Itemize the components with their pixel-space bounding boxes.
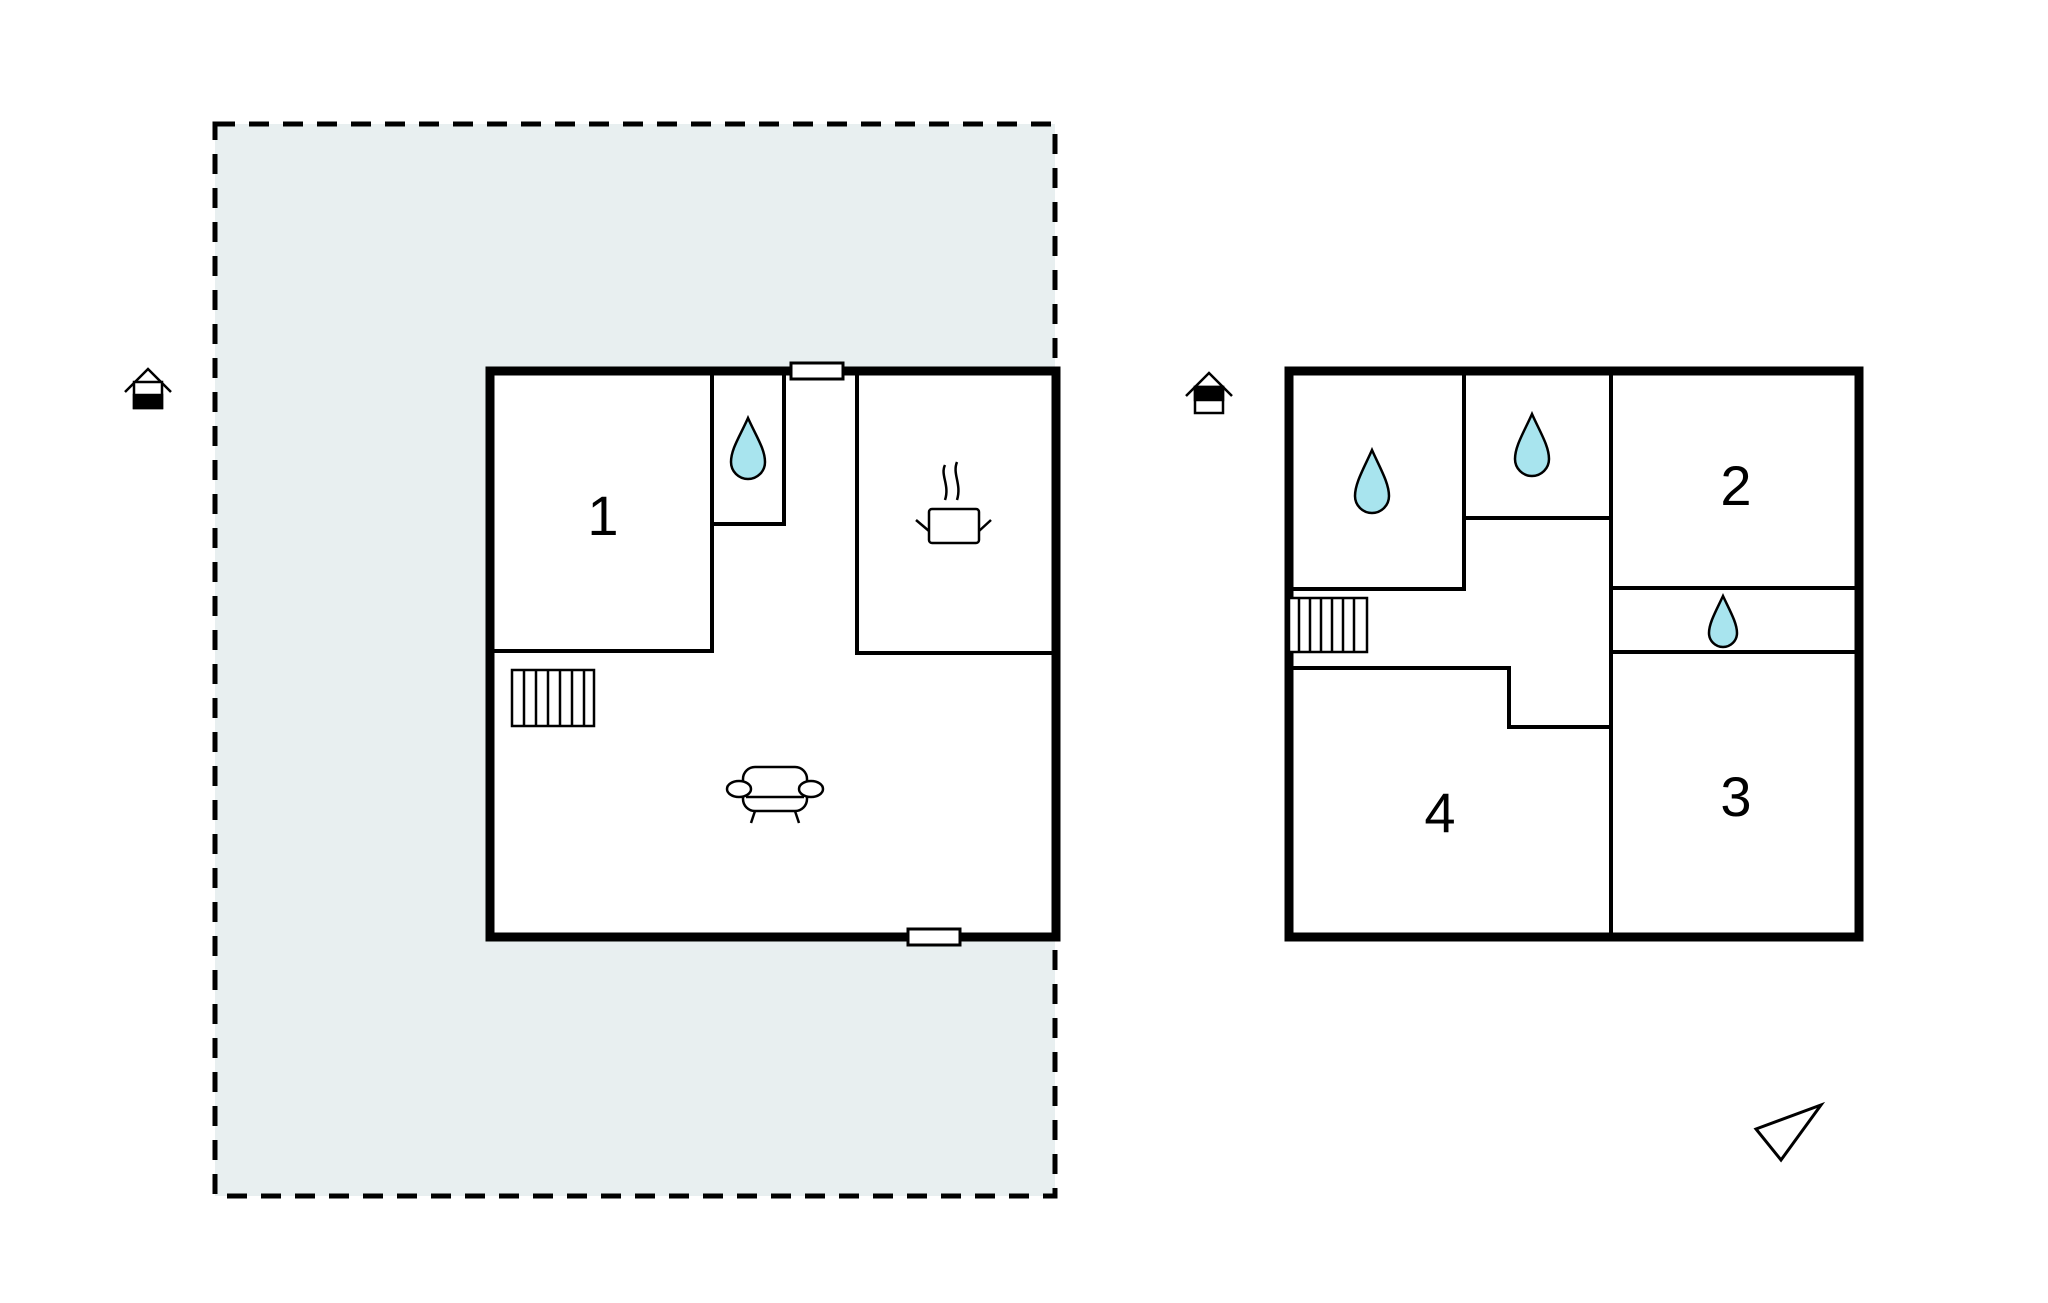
- room-label-1: 1: [587, 484, 618, 547]
- interior-walls: [490, 371, 1056, 655]
- room-label-2: 2: [1720, 454, 1751, 517]
- door-icon: [906, 927, 962, 947]
- door-icon: [789, 361, 845, 381]
- upper-floor-outer-wall: [1284, 366, 1864, 942]
- room-label-4: 4: [1424, 781, 1455, 844]
- north-arrow-icon: [1753, 1101, 1826, 1163]
- entrance-house-icon: [1185, 371, 1233, 415]
- room-label-3: 3: [1720, 765, 1751, 828]
- staircase-icon: [1287, 596, 1369, 654]
- water-drop-icon: [1353, 446, 1391, 515]
- ground-floor: 1: [212, 121, 1061, 1199]
- cooking-pot-icon: [915, 461, 992, 545]
- interior-walls: [1289, 371, 1859, 937]
- entrance-house-icon: [124, 367, 172, 410]
- ground-floor-outer-wall: [485, 366, 1061, 942]
- staircase-icon: [510, 668, 596, 728]
- water-drop-icon: [729, 414, 767, 481]
- water-drop-icon: [1513, 410, 1551, 478]
- upper-floor: 2 3 4: [1284, 366, 1864, 942]
- water-drop-icon: [1707, 593, 1739, 649]
- sofa-icon: [725, 765, 825, 824]
